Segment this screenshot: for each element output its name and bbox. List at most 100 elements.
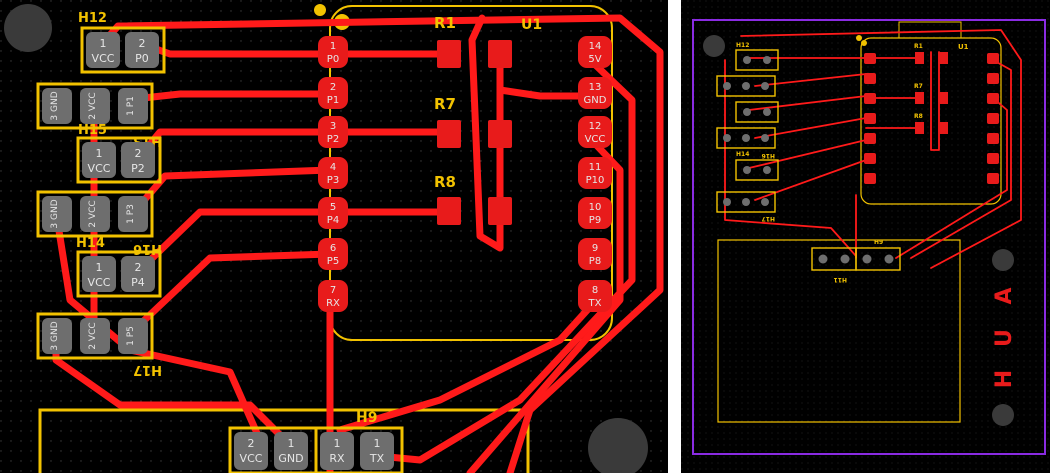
u1-pin-13-pad — [578, 77, 612, 109]
h16-pin-2[interactable]: 2 VCC — [80, 196, 110, 232]
r7-label: R7 — [434, 95, 456, 113]
r7-pad-left — [437, 120, 461, 148]
h13-pin-3-pad — [42, 88, 72, 124]
h13-pin-1[interactable]: 1 P1 — [118, 88, 148, 124]
header-h13[interactable]: H13 3 GND 2 VCC 1 P1 — [36, 82, 162, 148]
ov-h13-pad-2 — [742, 82, 750, 90]
h17-outline — [36, 312, 154, 360]
h17-pin-1[interactable]: 1 P5 — [118, 318, 148, 354]
overview-r8-label: R8 — [914, 113, 923, 120]
u1-pin-6[interactable]: 6 P5 — [318, 238, 348, 270]
resistor-r8[interactable]: R8 — [434, 173, 512, 225]
ov-h12-pad-1 — [743, 56, 751, 64]
h16-pin-1[interactable]: 1 P3 — [118, 196, 148, 232]
resistor-r7[interactable]: R7 — [434, 95, 512, 148]
overview-r8[interactable]: R8 — [914, 113, 948, 134]
ov-h17-pad-2 — [742, 198, 750, 206]
u1-pin-12[interactable]: 12 VCC — [578, 116, 612, 148]
u1-pin-6-pad — [318, 238, 348, 270]
h13-pin-2[interactable]: 2 VCC — [80, 88, 110, 124]
u1-pin-8-pad — [578, 280, 612, 312]
u1-pin-9[interactable]: 9 P8 — [578, 238, 612, 270]
mount-hole-bottom-right — [588, 418, 648, 473]
ov-h15-outline — [735, 101, 779, 123]
h9-pin-tx[interactable]: 1 TX — [360, 432, 394, 470]
h9-pin-rx[interactable]: 1 RX — [320, 432, 354, 470]
r8-pad-left — [437, 197, 461, 225]
h17-label: H17 — [133, 362, 162, 377]
u1-pin-13[interactable]: 13 GND — [578, 77, 612, 109]
u1-pin-7-pad — [318, 280, 348, 312]
h9-pin-rx-num: 1 — [334, 437, 341, 450]
overview-r7-label: R7 — [914, 83, 923, 90]
h15-pin-1[interactable]: 1 VCC — [82, 142, 116, 178]
h13-outline — [36, 82, 154, 130]
u1-pin-13-name: GND — [584, 95, 607, 106]
u1-pin-5[interactable]: 5 P4 — [318, 197, 348, 229]
u1-pin-5-name: P4 — [327, 215, 339, 226]
u1-pin-8[interactable]: 8 TX — [578, 280, 612, 312]
h17-pin-3[interactable]: 3 GND — [42, 318, 72, 354]
u1-pin-2[interactable]: 2 P1 — [318, 77, 348, 109]
u1-right-pins: 14 5V 13 GND 12 VCC 11 P10 10 P9 9 P8 — [578, 36, 612, 312]
overview-r1[interactable]: R1 — [914, 43, 948, 64]
u1-pin-11[interactable]: 11 P10 — [578, 157, 612, 189]
overview-h14[interactable]: H14 — [735, 151, 779, 181]
overview-h9-label: H9 — [874, 239, 883, 246]
header-h9[interactable]: 2 VCC 1 GND 1 RX 1 TX — [228, 426, 404, 473]
u1-pin-11-pad — [578, 157, 612, 189]
h14-pin-2-num: 2 — [135, 261, 142, 274]
ov-h16-pad-1 — [723, 134, 731, 142]
ov-h14-outline — [735, 159, 779, 181]
u1-pin-1[interactable]: 1 P0 — [318, 36, 348, 68]
ov-trace-rx — [895, 97, 1008, 259]
h12-pin-1[interactable]: 1 VCC — [86, 32, 120, 68]
overview-h17[interactable]: H17 — [716, 191, 776, 222]
ov-trace-3 — [748, 95, 867, 111]
u1-pin-14[interactable]: 14 5V — [578, 36, 612, 68]
h15-pin-2[interactable]: 2 P2 — [121, 142, 155, 178]
overview-h15[interactable] — [735, 101, 779, 123]
ov-trace-4 — [754, 117, 867, 139]
header-h17[interactable]: H17 3 GND 2 VCC 1 P5 — [36, 312, 162, 377]
h12-pin-2[interactable]: 2 P0 — [125, 32, 159, 68]
header-h14[interactable]: H14 1 VCC 2 P4 — [76, 236, 162, 298]
overview-r7[interactable]: R7 — [914, 83, 948, 104]
overview-h12[interactable]: H12 — [735, 42, 779, 71]
h14-pin-2-pad — [121, 256, 155, 292]
h14-pin-2[interactable]: 2 P4 — [121, 256, 155, 292]
h9-pin-gnd[interactable]: 1 GND — [274, 432, 308, 470]
resistor-r1[interactable]: R1 — [434, 14, 512, 68]
overview-h16[interactable]: H16 — [716, 127, 776, 159]
h14-pin-1[interactable]: 1 VCC — [82, 256, 116, 292]
overview-h13[interactable] — [716, 75, 776, 97]
h15-pin-2-pad — [121, 142, 155, 178]
pcb-overview-canvas: U1 H12 — [681, 0, 1050, 473]
h13-pin-3[interactable]: 3 GND — [42, 88, 72, 124]
h15-pin-1-num: 1 — [96, 147, 103, 160]
u1-pin-10[interactable]: 10 P9 — [578, 197, 612, 229]
h9-pin-vcc[interactable]: 2 VCC — [234, 432, 268, 470]
overview-u1-left-pins — [864, 53, 876, 184]
ov-h16-pad-2 — [742, 134, 750, 142]
h17-pin-2-num: 2 — [88, 344, 98, 350]
overview-h11-h9[interactable]: H9 H11 — [811, 239, 901, 283]
ov-u1-l4 — [864, 113, 876, 124]
h17-pin-2[interactable]: 2 VCC — [80, 318, 110, 354]
h9-outline — [38, 408, 530, 473]
u1-pin-3[interactable]: 3 P2 — [318, 116, 348, 148]
pcb-overview: U1 H12 — [681, 0, 1050, 473]
h16-pin-3[interactable]: 3 GND — [42, 196, 72, 232]
u1-pin-4[interactable]: 4 P3 — [318, 157, 348, 189]
vertical-letter-h: H — [992, 370, 1017, 388]
ov-u1-r1 — [987, 53, 999, 64]
overview-hole-top-left — [703, 35, 725, 57]
u1-pin-1-pad — [318, 36, 348, 68]
u1-pin-4-pad — [318, 157, 348, 189]
header-h15[interactable]: H15 1 VCC 2 P2 — [76, 123, 162, 184]
u1-pin-7[interactable]: 7 RX — [318, 280, 348, 312]
ov-trace-2 — [754, 73, 867, 87]
header-h12[interactable]: H12 1 VCC 2 P0 — [78, 11, 166, 74]
overview-vertical-text: A U H — [992, 287, 1017, 388]
h13-pin-3-text: 3 GND — [50, 91, 60, 120]
